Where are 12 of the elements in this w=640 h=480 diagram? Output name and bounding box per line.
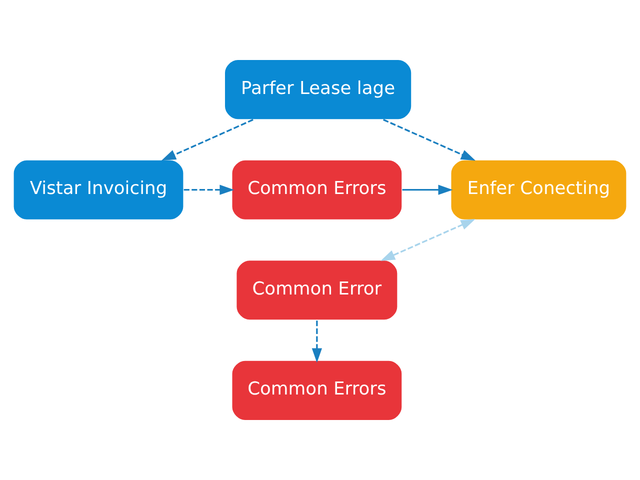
arrow: [383, 118, 476, 161]
node-box: Enfer Conecting: [450, 159, 628, 220]
node-box: Parfer Lease lage: [224, 58, 412, 120]
arrow: [380, 218, 476, 261]
node-box: Common Errors: [231, 159, 403, 220]
arrow: [184, 184, 234, 195]
node-box: Common Error: [236, 260, 398, 321]
node-box: Vistar Invoicing: [12, 159, 184, 220]
arrow: [312, 320, 322, 363]
arrow: [402, 184, 453, 195]
arrow: [161, 118, 254, 161]
node-box: Common Errors: [231, 360, 403, 422]
